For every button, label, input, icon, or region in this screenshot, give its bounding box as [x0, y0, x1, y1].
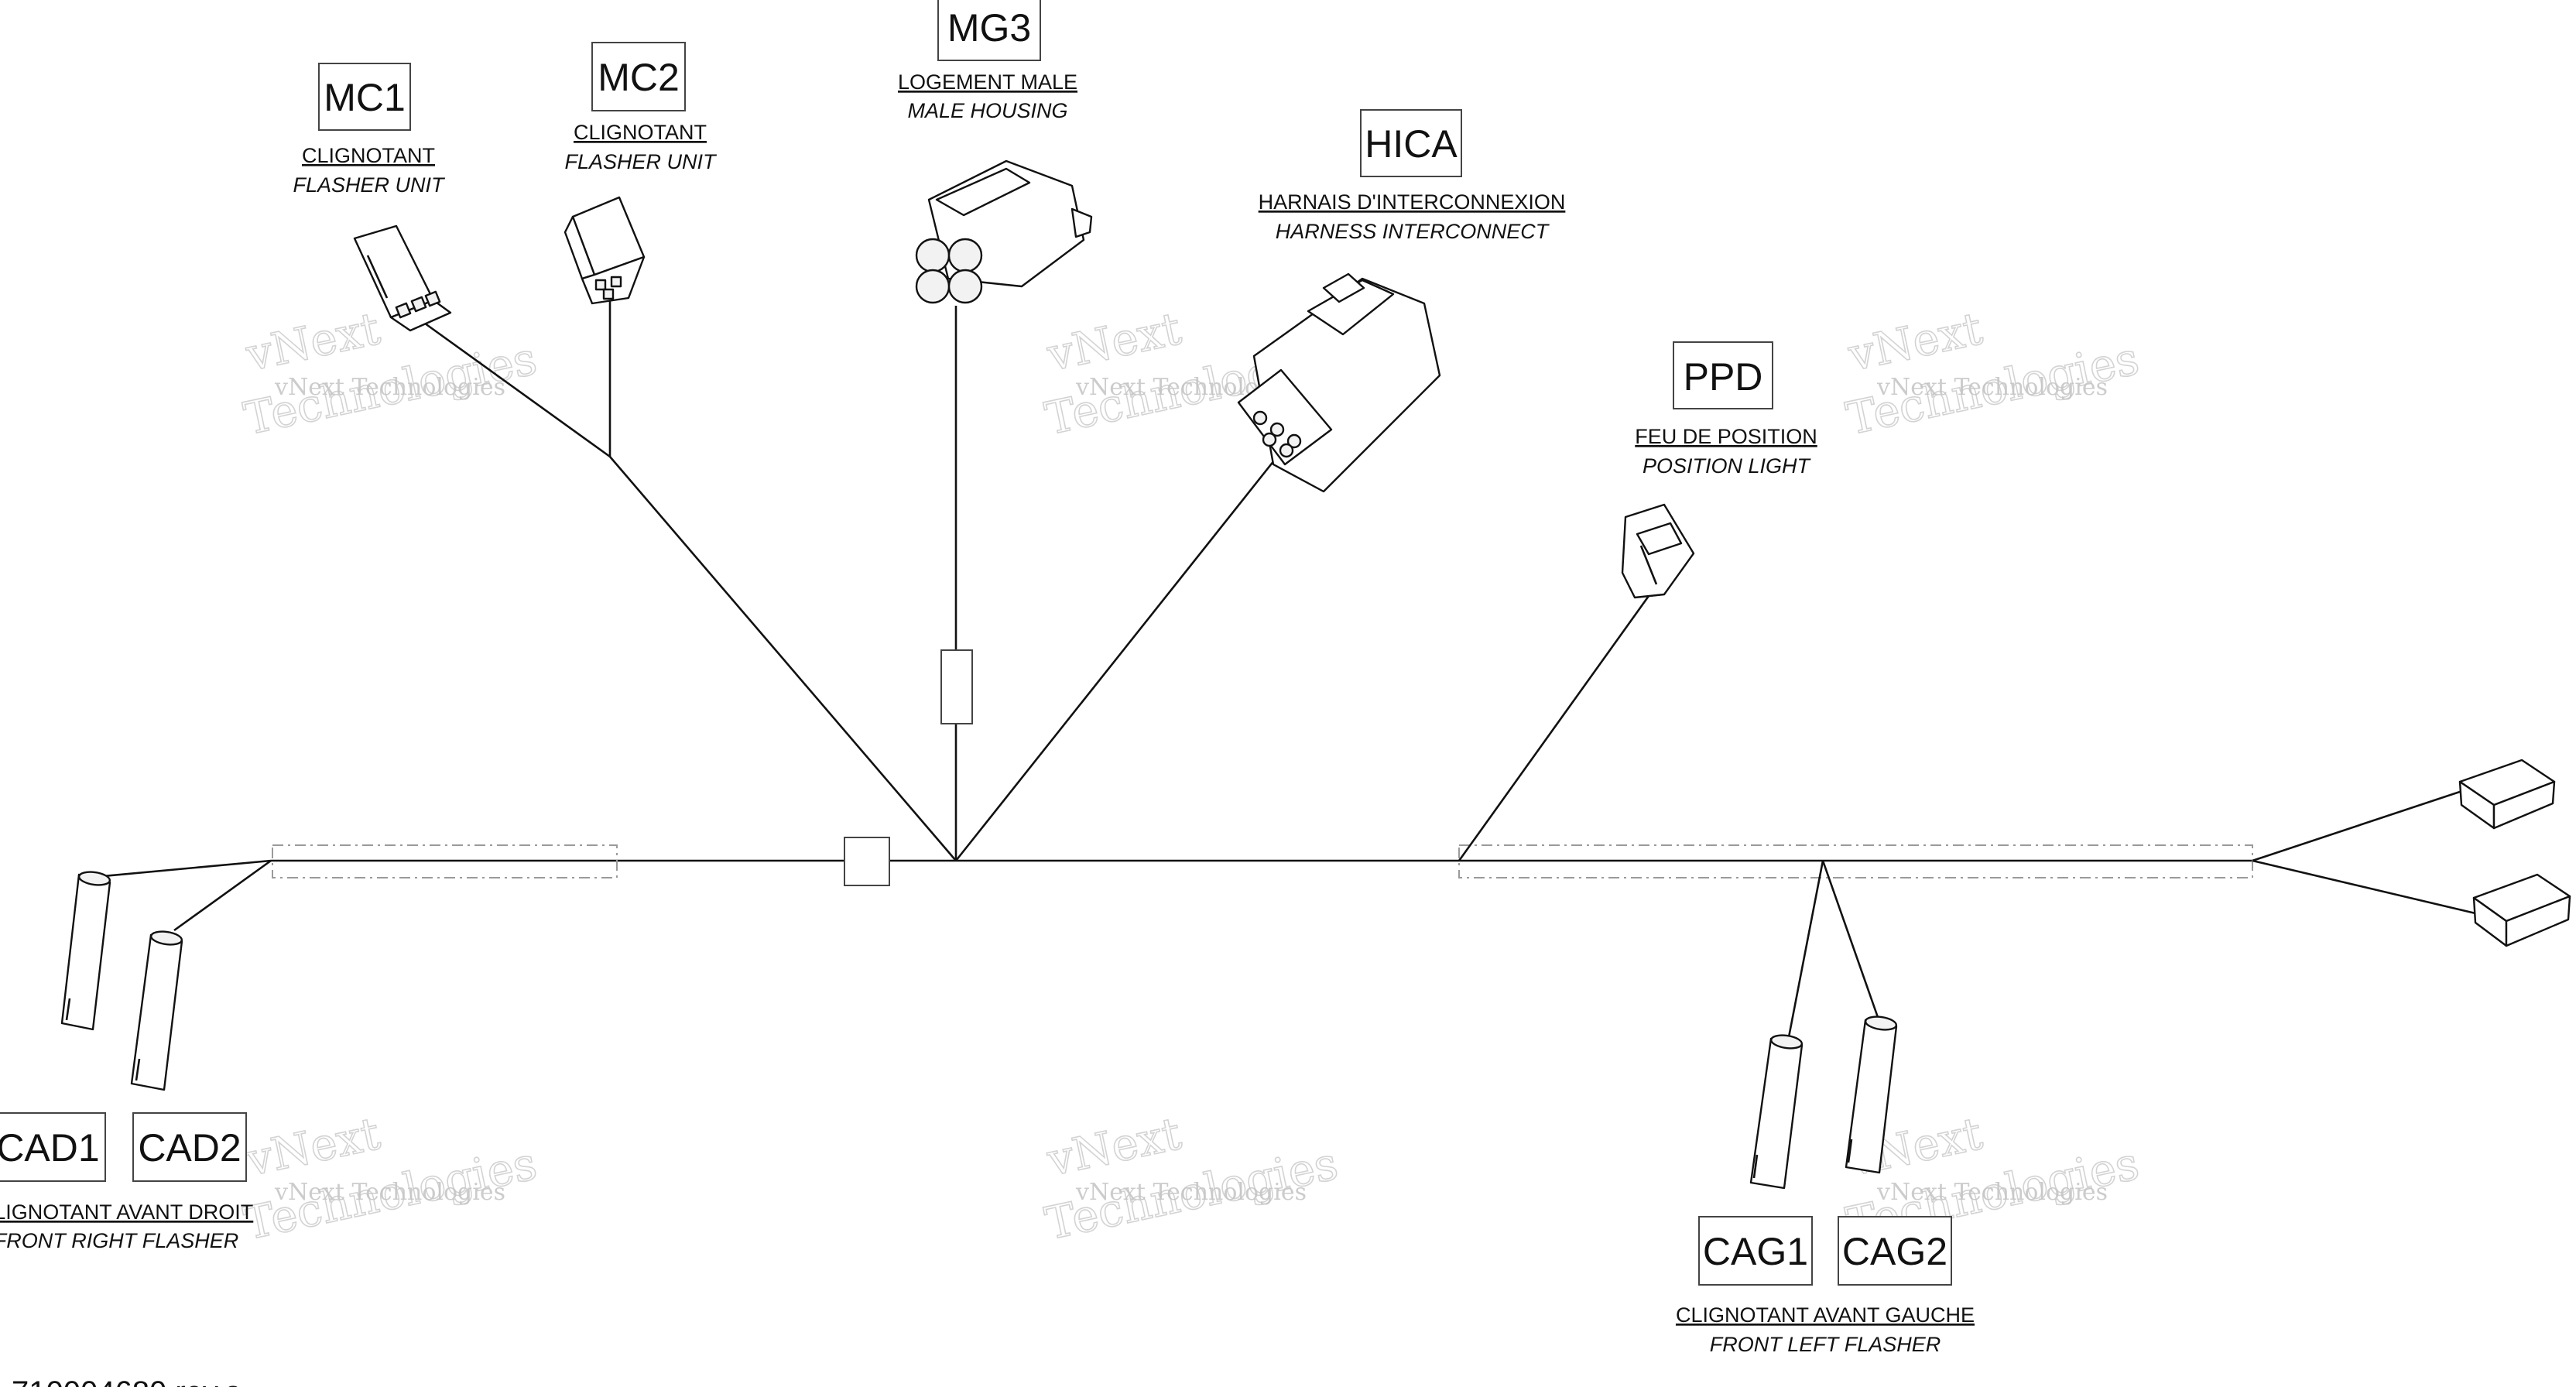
end-terminal-lower-drawing [2472, 873, 2571, 947]
watermark-4: vNext Technologies vNext Technologies [239, 1106, 542, 1251]
label-fr: CLIGNOTANT AVANT DROIT [0, 1200, 253, 1224]
label-fr: CLIGNOTANT [574, 121, 707, 144]
label-en: MALE HOUSING [907, 99, 1067, 122]
cag1-connector-drawing [1749, 1034, 1804, 1190]
cad1-connector-drawing [60, 871, 111, 1031]
label-en: FLASHER UNIT [564, 150, 718, 173]
wire-cag1 [1786, 860, 1824, 1042]
connector-code: MC2 [598, 56, 680, 99]
connector-code: MC1 [324, 76, 406, 119]
cad2-connector-drawing [130, 930, 183, 1091]
label-fr: LOGEMENT MALE [898, 70, 1077, 94]
watermark-text-small: vNext Technologies [1876, 374, 2108, 401]
code-box-cad2 [132, 1112, 247, 1182]
connector-label-mc1[interactable]: MC1 CLIGNOTANT FLASHER UNIT [293, 63, 446, 197]
code-box [318, 63, 411, 131]
sleeve-left [272, 844, 618, 878]
wire-cad1 [94, 859, 272, 878]
watermark-text-small: vNext Technologies [1075, 1179, 1307, 1206]
wire-end-upper [2252, 790, 2461, 862]
label-fr: FEU DE POSITION [1635, 425, 1817, 448]
label-fr: CLIGNOTANT [302, 144, 435, 167]
connector-label-mc2[interactable]: MC2 CLIGNOTANT FLASHER UNIT [564, 42, 718, 173]
code-box-cag2 [1838, 1216, 1952, 1286]
wire-hica [954, 456, 1279, 861]
watermark-5: vNext Technologies vNext Technologies [1040, 1106, 1343, 1251]
connector-code: PPD [1684, 355, 1763, 399]
wire-ppd [1458, 595, 1650, 861]
wire-mc1 [421, 320, 611, 458]
junction-clip [844, 837, 890, 886]
watermark-text-small: vNext Technologies [274, 374, 505, 401]
code-box [1360, 109, 1462, 177]
inline-fuse [940, 649, 973, 724]
code-box [937, 0, 1041, 61]
wire-cag2 [1821, 860, 1881, 1022]
label-en: HARNESS INTERCONNECT [1276, 220, 1550, 243]
connector-label-ppd[interactable]: PPD FEU DE POSITION POSITION LIGHT [1635, 341, 1817, 478]
connector-code-cad1: CAD1 [0, 1126, 100, 1170]
wire-cad2 [173, 859, 272, 932]
label-en: POSITION LIGHT [1643, 454, 1812, 478]
harness-wires [94, 294, 2476, 1042]
hica-connector-drawing [1237, 272, 1441, 493]
end-terminal-upper-drawing [2458, 759, 2556, 830]
cag2-connector-drawing [1845, 1015, 1898, 1174]
watermark-text-small: vNext Technologies [1876, 1179, 2108, 1206]
connector-label-cag[interactable]: CAG1 CAG2 CLIGNOTANT AVANT GAUCHE FRONT … [1676, 1216, 1975, 1356]
connector-code-cag1: CAG1 [1703, 1230, 1808, 1273]
connector-code-cad2: CAD2 [138, 1126, 241, 1170]
code-box [591, 42, 686, 111]
mc1-connector-drawing [353, 224, 452, 332]
wire-mc-branch [609, 456, 957, 861]
code-box [1673, 341, 1773, 409]
connector-label-cad[interactable]: CAD1 CAD2 CLIGNOTANT AVANT DROIT FRONT R… [0, 1112, 253, 1252]
code-box-cad1 [0, 1112, 106, 1182]
label-fr: CLIGNOTANT AVANT GAUCHE [1676, 1303, 1975, 1327]
label-en: FLASHER UNIT [293, 173, 446, 197]
connector-label-hica[interactable]: HICA HARNAIS D'INTERCONNEXION HARNESS IN… [1259, 109, 1566, 243]
watermark-3: vNext Technologies vNext Technologies [1841, 301, 2144, 446]
connector-code: MG3 [947, 6, 1031, 50]
label-en: FRONT RIGHT FLASHER [0, 1229, 238, 1252]
connector-label-mg3[interactable]: MG3 LOGEMENT MALE MALE HOUSING [898, 0, 1077, 122]
code-box-cag1 [1698, 1216, 1813, 1286]
mc2-connector-drawing [564, 196, 646, 305]
drawing-part-number: 710004680 rev.a [12, 1375, 242, 1387]
wire-end-lower [2252, 859, 2476, 915]
mg3-connector-drawing [915, 159, 1093, 304]
connector-code: HICA [1365, 122, 1458, 166]
watermark-text-small: vNext Technologies [274, 1179, 505, 1206]
connector-code-cag2: CAG2 [1842, 1230, 1947, 1273]
ppd-connector-drawing [1621, 503, 1695, 599]
label-fr: HARNAIS D'INTERCONNEXION [1259, 190, 1566, 214]
label-en: FRONT LEFT FLASHER [1710, 1333, 1941, 1356]
